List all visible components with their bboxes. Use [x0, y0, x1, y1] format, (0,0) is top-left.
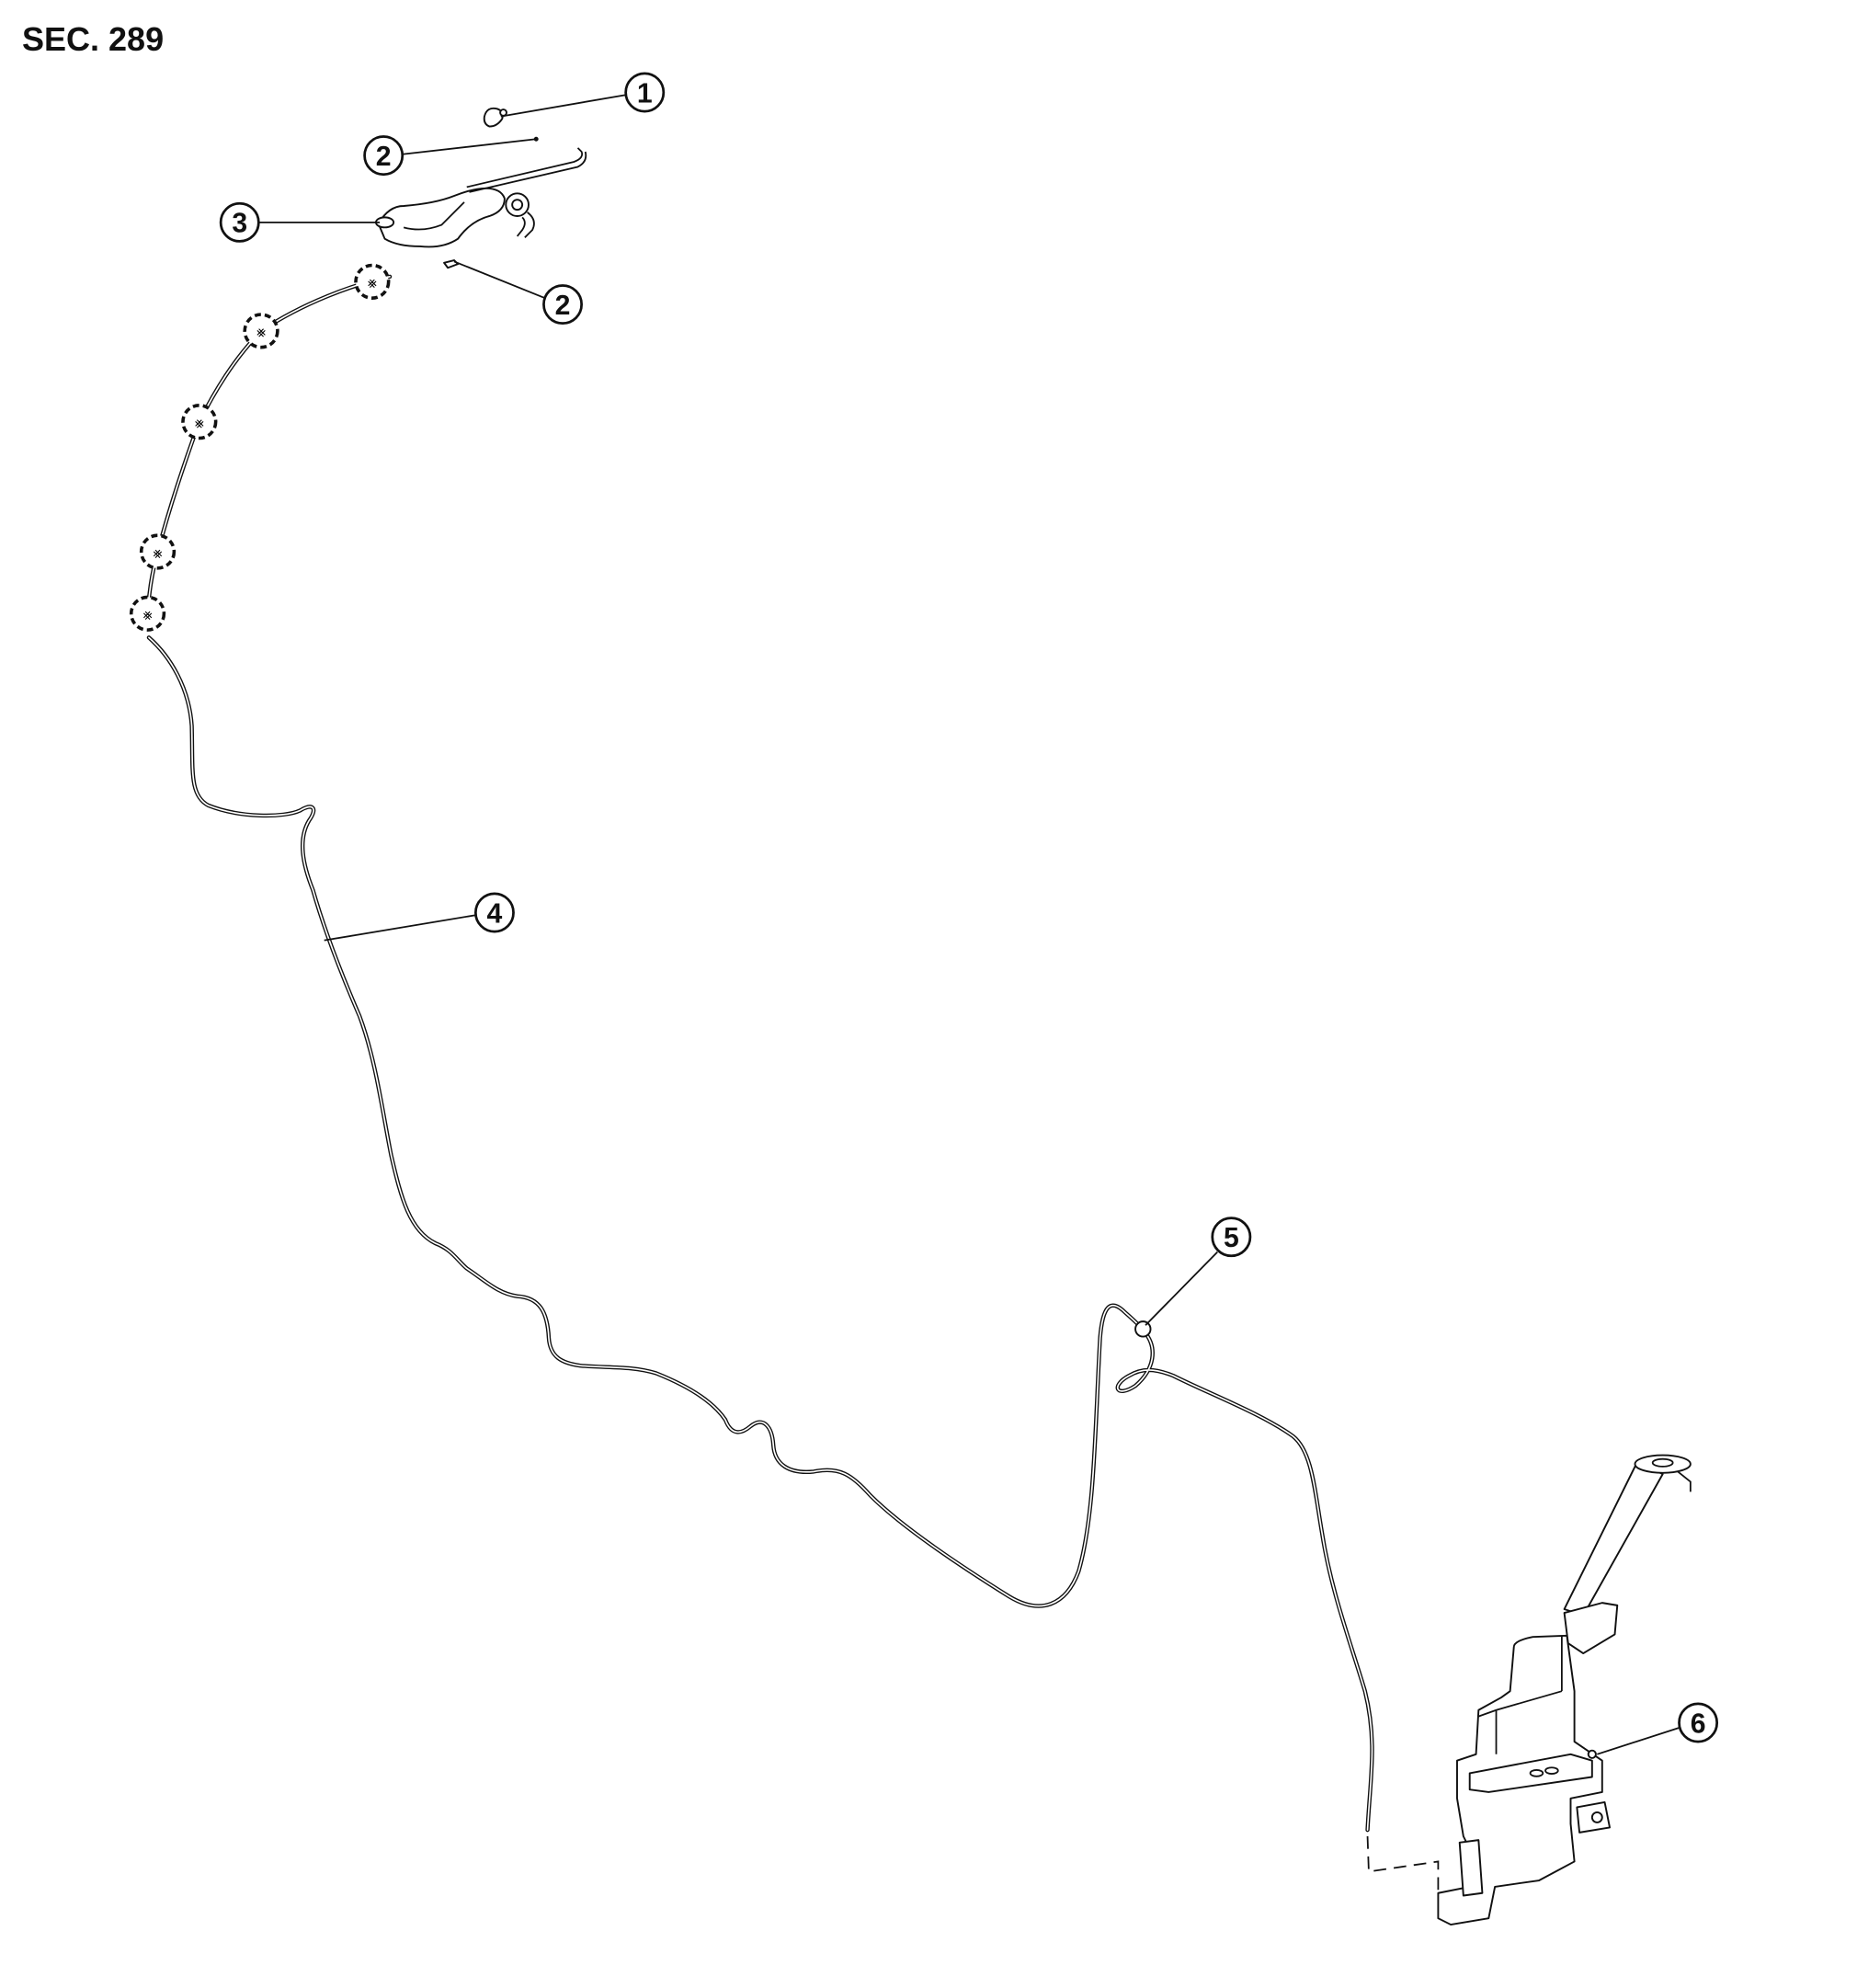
part-4-washer-tube — [145, 274, 1440, 1893]
callout-number: 2 — [376, 142, 392, 172]
hose-clip: ⨳ — [129, 595, 166, 632]
callout-2-lower: 2 — [542, 284, 583, 326]
callout-3: 3 — [219, 201, 260, 243]
callout-2-upper: 2 — [363, 135, 404, 177]
hose-clip: ⨳ — [139, 533, 177, 570]
svg-text:⨳: ⨳ — [195, 415, 204, 432]
svg-text:⨳: ⨳ — [256, 324, 266, 341]
part-1-clip — [483, 107, 507, 128]
callout-5: 5 — [1211, 1217, 1252, 1258]
callout-1: 1 — [624, 72, 666, 113]
part-5-check-valve — [1134, 1320, 1152, 1338]
callout-number: 4 — [487, 898, 503, 929]
section-label: SEC. 289 — [22, 20, 165, 58]
svg-text:⨳: ⨳ — [142, 606, 152, 623]
callout-number: 1 — [637, 78, 653, 109]
part-6-washer-tank — [1437, 1454, 1692, 1926]
svg-text:⨳: ⨳ — [368, 274, 377, 291]
hose-clip: ⨳ — [243, 313, 279, 349]
hose-clip: ⨳ — [354, 263, 391, 300]
callout-number: 6 — [1691, 1708, 1706, 1739]
callout-6: 6 — [1678, 1702, 1719, 1743]
callout-number: 5 — [1224, 1223, 1239, 1253]
leader-lines — [258, 94, 1680, 1755]
svg-text:⨳: ⨳ — [153, 544, 162, 562]
callout-number: 3 — [232, 209, 247, 239]
part-3-washer-nozzle — [374, 147, 587, 248]
hose-clip: ⨳ — [181, 404, 218, 440]
callout-4: 4 — [473, 892, 515, 933]
callout-number: 2 — [555, 291, 571, 321]
